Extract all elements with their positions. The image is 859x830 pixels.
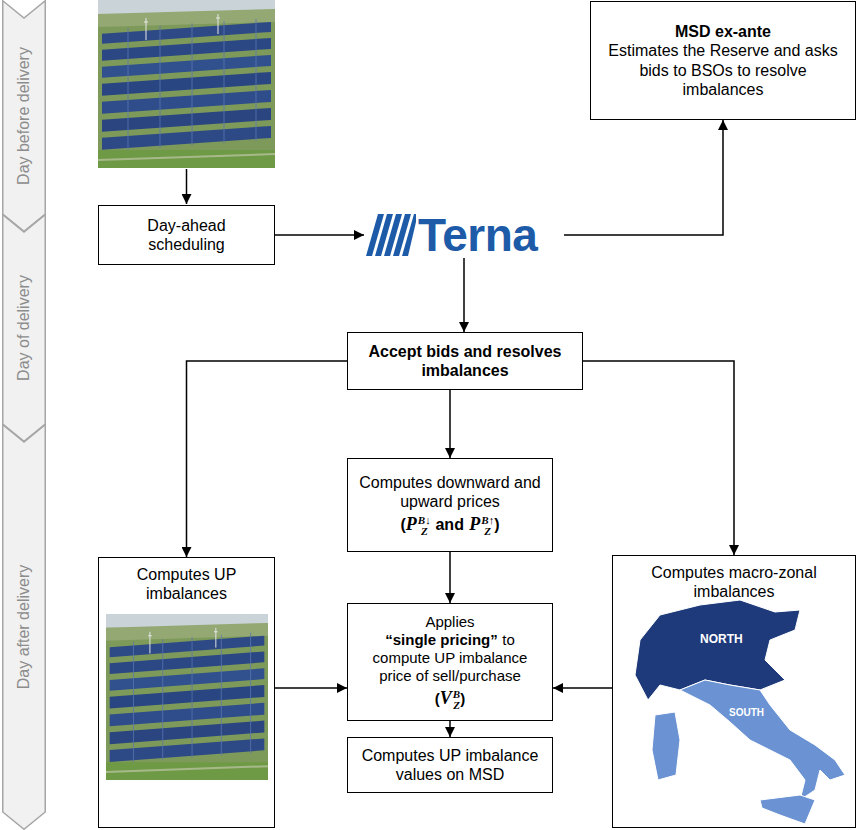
arrow-connector [564, 120, 723, 235]
node-text: B↑ [481, 515, 494, 526]
arrow-connector [449, 721, 451, 737]
arrow-connector [553, 687, 612, 689]
node-text: B [453, 689, 460, 700]
arrow-connector [187, 361, 348, 557]
arrow-connector [449, 390, 451, 458]
chevron-shape [3, 425, 46, 830]
node-text: Computes downward and upward prices [359, 474, 540, 510]
node-text: Day after delivery [15, 565, 33, 690]
node-text: P [469, 514, 480, 534]
node-text: V [440, 688, 452, 708]
node-text: Day before delivery [15, 47, 33, 185]
node-text: Estimates the Reserve and asks bids to B… [599, 41, 847, 99]
timeline-band: Day after delivery [2, 424, 46, 830]
arrow-connector [275, 234, 364, 236]
text-line: Computes downward and upward prices [356, 473, 544, 511]
process-box: MSD ex-anteEstimates the Reserve and ask… [590, 1, 856, 120]
solar-photo [98, 0, 275, 168]
node-text: Z [481, 526, 494, 537]
node-text: Applies [425, 613, 474, 630]
arrow-connector [583, 361, 734, 555]
process-box: Computes downward and upward prices(PB↓Z… [347, 458, 553, 552]
text-line: (PB↓ZandPB↑Z) [401, 514, 500, 537]
node-text: Terna [418, 212, 537, 258]
chevron-shape [3, 1, 46, 232]
script-stack: B↓Z [418, 515, 431, 537]
timeline-band: Day before delivery [2, 0, 46, 232]
node-text: Z [418, 526, 431, 537]
region-label: NORTH [700, 632, 743, 646]
script-stack: BZ [453, 689, 460, 711]
chevron-shape [3, 215, 46, 442]
process-box: Computes UP imbalance values on MSD [347, 737, 553, 793]
node-text: ) [460, 690, 465, 707]
arrow-line [186, 169, 188, 204]
terna-logo: Terna [364, 212, 564, 258]
solar-photo [106, 614, 268, 780]
node-text: P [406, 514, 417, 534]
node-text: MSD ex-ante [675, 22, 771, 41]
node-text: Accept bids and resolves imbalances [356, 342, 574, 380]
arrow-connector [275, 687, 347, 689]
text-line: (VBZ) [435, 688, 465, 711]
node-text: ( [435, 690, 440, 707]
region-label: SOUTH [729, 707, 764, 718]
node-text: and [435, 516, 463, 533]
timeline-band: Day of delivery [2, 214, 46, 442]
node-text: Computes macro-zonal imbalances [621, 563, 847, 601]
process-box: Accept bids and resolves imbalances [347, 332, 583, 390]
arrow-connector [449, 552, 451, 603]
node-text: Computes UP imbalances [107, 565, 266, 603]
node-text: Day of delivery [15, 275, 33, 381]
node-text: Computes UP imbalance values on MSD [356, 746, 544, 784]
node-text: “single pricing” [385, 631, 498, 648]
process-box: Computes macro-zonal imbalances [612, 555, 856, 828]
node-text: Z [453, 700, 460, 711]
terna-logo-icon [366, 214, 416, 256]
process-box: Applies“single pricing”to compute UP imb… [347, 603, 553, 721]
process-box: Computes UP imbalances [98, 557, 275, 828]
node-text: ( [401, 516, 406, 533]
process-box: Day-ahead scheduling [98, 205, 275, 265]
node-text: ) [494, 516, 499, 533]
text-line: Applies [425, 613, 474, 631]
arrow-connector [463, 258, 465, 332]
italy-map [635, 600, 845, 824]
script-stack: B↑Z [481, 515, 494, 537]
node-text: Day-ahead scheduling [107, 216, 266, 254]
text-line: “single pricing”to compute UP imbalance … [356, 631, 544, 685]
node-text: B↓ [418, 515, 431, 526]
